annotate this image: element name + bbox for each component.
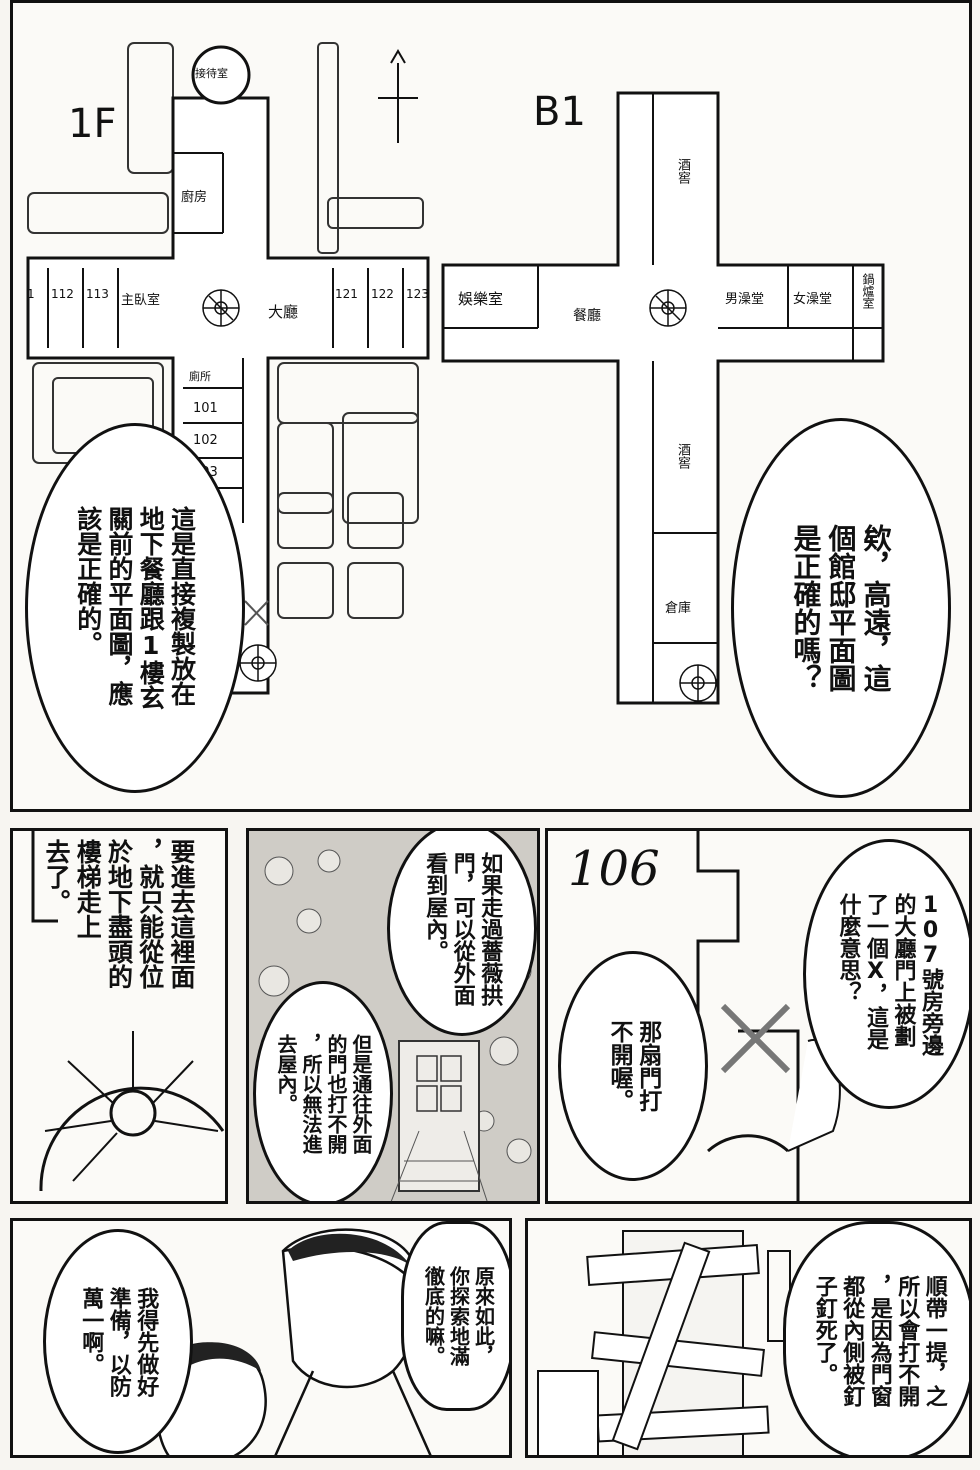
room-hall-1f: 大廳 — [268, 303, 299, 321]
speech-bubble-left: 那扇門打 不開喔。 — [558, 951, 708, 1181]
floor-1f-label: 1F — [68, 101, 117, 147]
handwritten-room-number: 106 — [568, 841, 660, 897]
speech-bubble-bottom: 但是通往外面 的門也打不開 ，所以無法進 去屋內。 — [253, 981, 393, 1201]
room-101: 101 — [193, 401, 218, 416]
narration-emphasis: 被釘 — [839, 1363, 865, 1407]
speech-bubble-left: 我得先做好 準備，以防 萬一啊。 — [43, 1229, 193, 1454]
room-102: 102 — [193, 433, 218, 448]
room-wine-cellar-mid: 酒窖 — [675, 443, 690, 469]
bubble-text: 原來如此， 你探索地滿 徹底的嘛。 — [421, 1266, 496, 1366]
room-master-bedroom: 主臥室 — [121, 293, 161, 308]
room-storage: 倉庫 — [665, 601, 692, 616]
narration-line: 於地下盡頭的 — [103, 839, 134, 989]
room-toilet: 廁所 — [189, 370, 211, 383]
room-game-room: 娛樂室 — [458, 290, 504, 308]
bubble-text: 這是直接複製放在 地下餐廳跟1樓玄 關前的平面圖，應 該是正確的。 — [73, 506, 197, 710]
narration-emphasis: 地下盡頭的 — [104, 864, 134, 989]
room-111: 1 — [27, 287, 35, 301]
narration-line: 子釘死了。 — [810, 1275, 838, 1407]
floor-b1-label: B1 — [533, 89, 586, 135]
narration-line: ，是因為門窗 — [866, 1275, 892, 1407]
room-men-bath: 男澡堂 — [725, 292, 765, 307]
narration-emphasis: 子釘死 — [811, 1275, 837, 1341]
narration-line: 順帶一提，之 — [921, 1275, 947, 1407]
narration-bubble: 順帶一提，之 所以會打不開 ，是因為門窗 都從內側被釘 子釘死了。 — [783, 1221, 969, 1455]
panel-staircase: 要進去這裡面 ，就只能從位 於地下盡頭的 樓梯走上 去了。 — [10, 828, 228, 1204]
narration-fragment: 了。 — [811, 1341, 837, 1385]
panel-characters: 我得先做好 準備，以防 萬一啊。 原來如此， 你探索地滿 徹底的嘛。 — [10, 1218, 512, 1458]
panel-door-x: 106 107號房旁邊 的大廳門上被劃 了一個X，這是 什麼意思？ 那扇門打 不… — [545, 828, 972, 1204]
bubble-text: 如果走過薔薇拱 門，可以從外面 看到屋內。 — [422, 851, 503, 1006]
bubble-text: 但是通往外面 的門也打不開 ，所以無法進 去屋內。 — [274, 1033, 373, 1154]
narration-text: 要進去這裡面 ，就只能從位 於地下盡頭的 樓梯走上 去了。 — [41, 839, 197, 1119]
narration-line: 要進去這裡面 — [167, 839, 196, 989]
boarded-door-drawing — [537, 1230, 791, 1455]
room-122: 122 — [371, 287, 394, 301]
room-women-bath: 女澡堂 — [793, 292, 833, 307]
room-113: 113 — [86, 287, 109, 301]
speech-bubble-right: 欸，高遠，這 個館邸平面圖 是正確的嗎？ — [731, 418, 951, 798]
narration-line: 樓梯走上 — [72, 839, 103, 989]
panel-boarded-door: 順帶一提，之 所以會打不開 ，是因為門窗 都從內側被釘 子釘死了。 — [525, 1218, 972, 1458]
narration-line: 去了。 — [42, 839, 71, 914]
bubble-text: 107號房旁邊 的大廳門上被劃 了一個X，這是 什麼意思？ — [835, 892, 944, 1056]
room-dining-hall: 餐廳 — [573, 308, 601, 324]
bubble-text: 那扇門打 不開喔。 — [606, 1020, 661, 1112]
speech-bubble-right: 原來如此， 你探索地滿 徹底的嘛。 — [401, 1221, 509, 1411]
room-reception: 接待室 — [195, 67, 228, 80]
narration-emphasis: 樓梯 — [73, 839, 103, 889]
room-boiler: 鍋爐室 — [861, 273, 875, 309]
panel-floor-plan: 1F B1 接待室 廚房 大廳 主臥室 1 112 113 121 122 12… — [10, 0, 972, 812]
bubble-text: 欸，高遠，這 個館邸平面圖 是正確的嗎？ — [789, 524, 893, 692]
narration-fragment: 於 — [104, 839, 134, 864]
speech-bubble-top: 如果走過薔薇拱 門，可以從外面 看到屋內。 — [387, 831, 537, 1036]
narration-line: 所以會打不開 — [894, 1275, 920, 1407]
room-wine-cellar-top: 酒窖 — [675, 158, 690, 184]
speech-bubble-right: 107號房旁邊 的大廳門上被劃 了一個X，這是 什麼意思？ — [803, 839, 969, 1109]
room-121: 121 — [335, 287, 358, 301]
room-123: 123 — [406, 287, 429, 301]
panel-rose-arch: 如果走過薔薇拱 門，可以從外面 看到屋內。 但是通往外面 的門也打不開 ，所以無… — [246, 828, 540, 1204]
bubble-text: 我得先做好 準備，以防 萬一啊。 — [78, 1286, 159, 1397]
speech-bubble-left: 這是直接複製放在 地下餐廳跟1樓玄 關前的平面圖，應 該是正確的。 — [25, 423, 245, 793]
spiral-stairs-drawing — [31, 831, 225, 1192]
narration-line: ，就只能從位 — [135, 839, 165, 989]
room-112: 112 — [51, 287, 74, 301]
narration-fragment: 走上 — [73, 889, 103, 939]
narration-fragment: 都從內側 — [839, 1275, 865, 1363]
narration-line: 都從內側被釘 — [838, 1275, 866, 1407]
room-kitchen: 廚房 — [181, 190, 208, 205]
